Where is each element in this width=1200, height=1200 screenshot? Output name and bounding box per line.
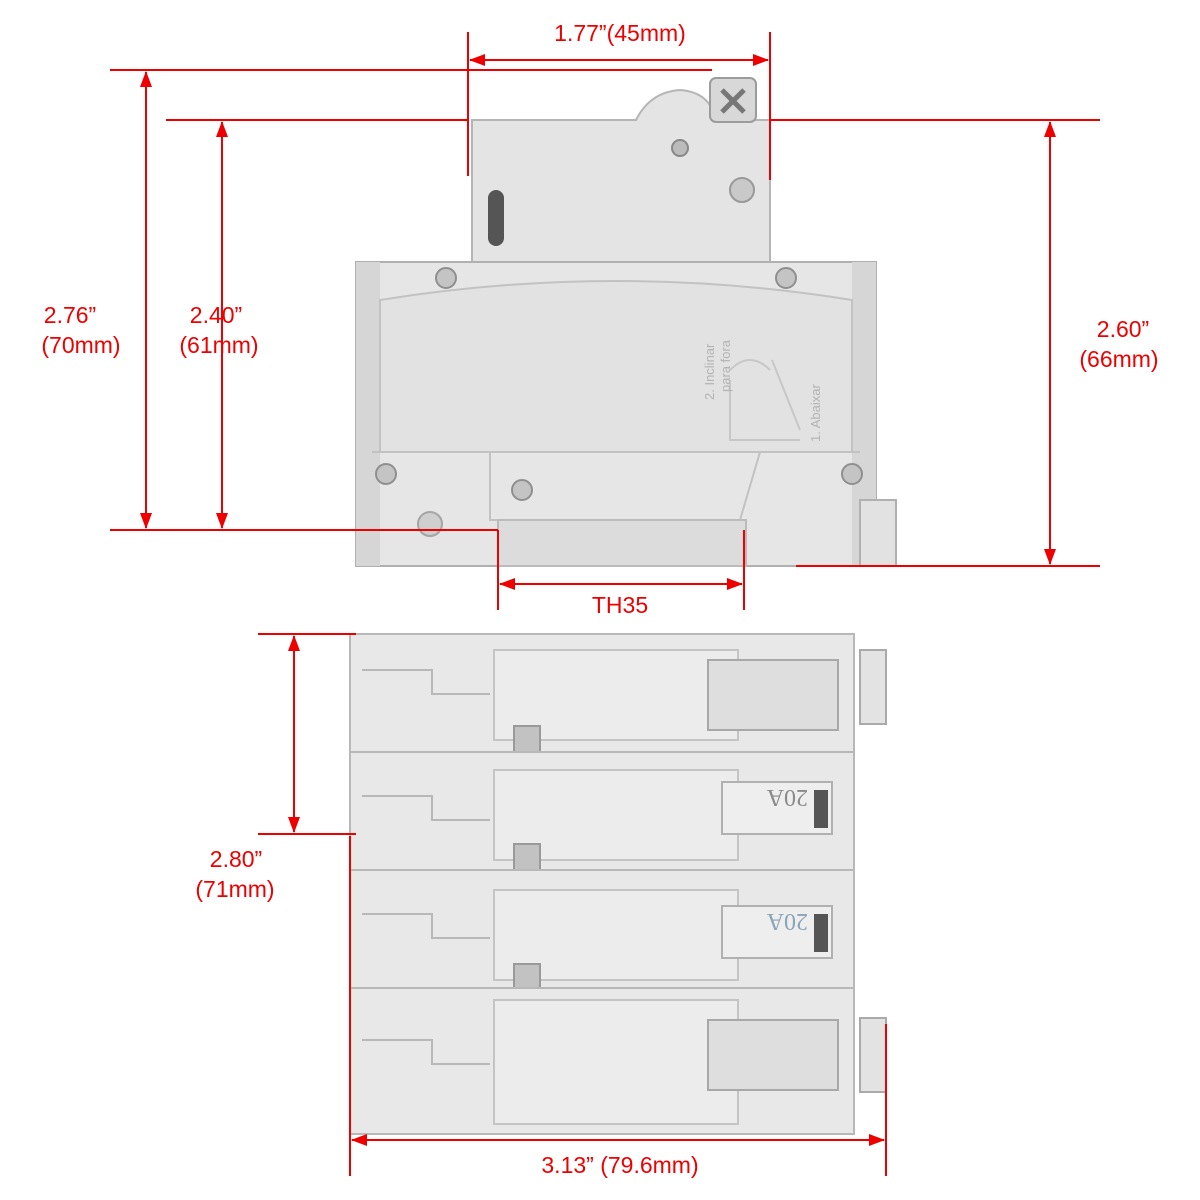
dim-label-depth-mm: (71mm): [195, 876, 275, 902]
terminal-clamp: [707, 659, 839, 731]
hole: [729, 177, 755, 203]
imprint-text-lower: 1. Abaixar: [808, 384, 823, 442]
rating-window: [721, 781, 833, 835]
breaker-top-view: 20A 20A: [349, 633, 887, 1135]
dim-label-side-height-in: 2.60”: [1096, 316, 1150, 342]
dimension-lines: [110, 32, 1100, 1176]
din-rail-clip: [497, 519, 747, 567]
screw: [435, 267, 457, 289]
lever-slot: [488, 190, 504, 246]
module-row: 20A: [349, 869, 855, 1017]
dim-label-depth-in: 2.80”: [209, 846, 263, 872]
dim-label-body-height-in: 2.40”: [189, 302, 243, 328]
handle-housing: [471, 77, 771, 263]
screw: [841, 463, 863, 485]
side-latch: [859, 1017, 887, 1093]
screw: [775, 267, 797, 289]
imprint-text-tilt: 2. Inclinar: [702, 343, 717, 400]
screw: [375, 463, 397, 485]
main-body: 2. Inclinar para fora 1. Abaixar: [355, 261, 897, 567]
imprint-text-tilt-2: para fora: [718, 339, 733, 392]
dim-label-overall-height-in: 2.76”: [43, 302, 97, 328]
module-row: [349, 987, 887, 1135]
dim-label-bottom-width: 3.13” (79.6mm): [541, 1152, 699, 1178]
dim-label-rail: TH35: [591, 592, 649, 618]
rating-window: [721, 905, 833, 959]
screw: [511, 479, 533, 501]
dim-label-overall-height-mm: (70mm): [41, 332, 121, 358]
rating-label: 20A: [766, 784, 808, 810]
dim-label-top-width: 1.77”(45mm): [554, 20, 686, 46]
hole: [417, 511, 443, 537]
terminal-clamp: [707, 1019, 839, 1091]
side-latch: [859, 649, 887, 725]
screw: [671, 139, 689, 157]
dim-label-side-height-mm: (66mm): [1079, 346, 1159, 372]
module-row: 20A: [349, 751, 855, 897]
breaker-side-view: 2. Inclinar para fora 1. Abaixar: [355, 77, 897, 567]
rating-label: 20A: [766, 908, 808, 934]
dim-label-body-height-mm: (61mm): [179, 332, 259, 358]
